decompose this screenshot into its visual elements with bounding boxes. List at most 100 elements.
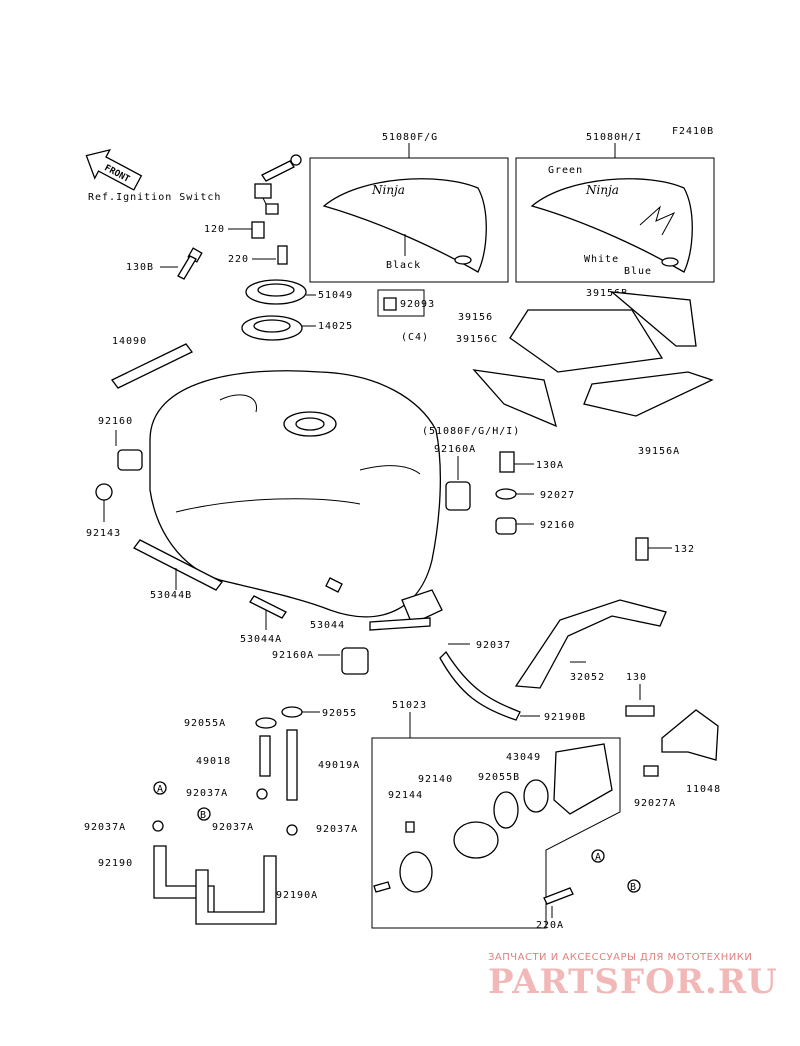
label-14025: 14025 <box>318 321 353 332</box>
hose-92190b-icon <box>439 650 521 721</box>
label-39156a: 39156A <box>638 446 680 457</box>
label-220a: 220A <box>536 920 564 931</box>
ninja-logo: Ninja <box>371 183 405 197</box>
label-51080hi: 51080H/I <box>586 132 642 143</box>
watermark-tagline: ЗАПЧАСТИ И АКСЕССУАРЫ ДЛЯ МОТОТЕХНИКИ <box>488 952 753 963</box>
collar-92027a-icon <box>643 765 659 777</box>
label-white: White <box>584 254 619 265</box>
label-51080fg: 51080F/G <box>382 132 438 143</box>
label-tank: (51080F/G/H/I) <box>422 426 520 437</box>
gasket-43049-icon <box>523 779 549 813</box>
label-92160-left: 92160 <box>98 416 133 427</box>
label-92160-right: 92160 <box>540 520 575 531</box>
label-c4: (C4) <box>401 332 429 343</box>
grommet-92143-icon <box>95 483 113 501</box>
bolt-130b-icon <box>177 247 203 280</box>
oring-92055-icon <box>281 706 303 718</box>
strip-53044a-icon <box>249 595 287 619</box>
label-92037a-4: 92037A <box>316 824 358 835</box>
label-32052: 32052 <box>570 672 605 683</box>
plate-11048-icon <box>661 709 719 761</box>
label-blue: Blue <box>624 266 652 277</box>
bolt-130-icon <box>625 705 655 717</box>
damper-92160a-icon <box>445 481 471 511</box>
pad-39156-icon <box>509 309 664 373</box>
strip-53044b-icon <box>133 539 223 591</box>
watermark-logo: PARTSFOR.RU <box>488 962 778 1002</box>
diaphragm-icon <box>453 821 499 859</box>
label-11048: 11048 <box>686 784 721 795</box>
label-92037a-2: 92037A <box>84 822 126 833</box>
label-92037a-1: 92037A <box>186 788 228 799</box>
ref-a-right-icon <box>591 849 605 863</box>
ref-b-icon <box>197 807 211 821</box>
label-92144: 92144 <box>388 790 423 801</box>
label-14090: 14090 <box>112 336 147 347</box>
label-92055a: 92055A <box>184 718 226 729</box>
spring-92144-icon <box>405 821 415 833</box>
bolt-132-icon <box>635 537 649 561</box>
strip-14090-icon <box>111 343 193 389</box>
label-green: Green <box>548 165 583 176</box>
label-39156: 39156 <box>458 312 493 323</box>
pad-39156c-icon <box>472 369 557 428</box>
key-icon <box>254 154 302 215</box>
fuel-tap-box <box>371 737 621 929</box>
label-51049: 51049 <box>318 290 353 301</box>
fitting-49018-icon <box>259 735 271 777</box>
grommet-92160-icon <box>117 449 143 471</box>
label-49018: 49018 <box>196 756 231 767</box>
screw-220a-icon <box>543 887 574 905</box>
label-92027: 92027 <box>540 490 575 501</box>
label-39156b: 39156B <box>586 288 628 299</box>
cap-51049-icon <box>245 279 307 305</box>
label-53044: 53044 <box>310 620 345 631</box>
pad-39156a-icon <box>583 371 714 417</box>
label-43049: 43049 <box>506 752 541 763</box>
label-130: 130 <box>626 672 647 683</box>
ref-ignition-label: Ref.Ignition Switch <box>88 192 221 203</box>
label-92037a-3: 92037A <box>212 822 254 833</box>
label-39156c: 39156C <box>456 334 498 345</box>
hose-92190a-icon <box>195 855 277 925</box>
label-120: 120 <box>204 224 225 235</box>
valve-body-icon <box>553 743 613 815</box>
label-black: Black <box>386 260 421 271</box>
label-130a: 130A <box>536 460 564 471</box>
pad-39156b-icon <box>609 291 697 347</box>
label-92190a: 92190A <box>276 890 318 901</box>
screw-icon <box>373 881 391 893</box>
ninja-logo-2: Ninja <box>585 183 619 197</box>
lever-knob-icon <box>399 851 433 893</box>
label-92190: 92190 <box>98 858 133 869</box>
label-51023: 51023 <box>392 700 427 711</box>
label-92027a: 92027A <box>634 798 676 809</box>
box-92093 <box>377 289 425 317</box>
oring-92055a-icon <box>255 717 277 729</box>
label-53044b: 53044B <box>150 590 192 601</box>
label-92055b: 92055B <box>478 772 520 783</box>
ref-b-right-label: B <box>630 882 637 893</box>
ref-a-label: A <box>157 784 164 795</box>
label-220: 220 <box>228 254 249 265</box>
ring-14025-icon <box>241 315 303 341</box>
damper-92160a-b-icon <box>341 647 369 675</box>
ref-b-label: B <box>200 810 207 821</box>
label-92055: 92055 <box>322 708 357 719</box>
figure-code: F2410B <box>672 126 714 137</box>
label-49019a: 49019A <box>318 760 360 771</box>
label-92037: 92037 <box>476 640 511 651</box>
front-arrow-icon: FRONT <box>85 148 143 191</box>
label-92140: 92140 <box>418 774 453 785</box>
label-92160a: 92160A <box>434 444 476 455</box>
label-92093: 92093 <box>400 299 435 310</box>
bracket-32052-icon <box>514 599 667 689</box>
ref-a-right-label: A <box>595 852 602 863</box>
ref-a-icon <box>153 781 167 795</box>
label-92190b: 92190B <box>544 712 586 723</box>
label-130b: 130B <box>126 262 154 273</box>
strip-53044-icon <box>369 617 431 631</box>
fuel-tank-icon <box>149 370 443 625</box>
label-132: 132 <box>674 544 695 555</box>
collar-92027-icon <box>495 488 517 500</box>
